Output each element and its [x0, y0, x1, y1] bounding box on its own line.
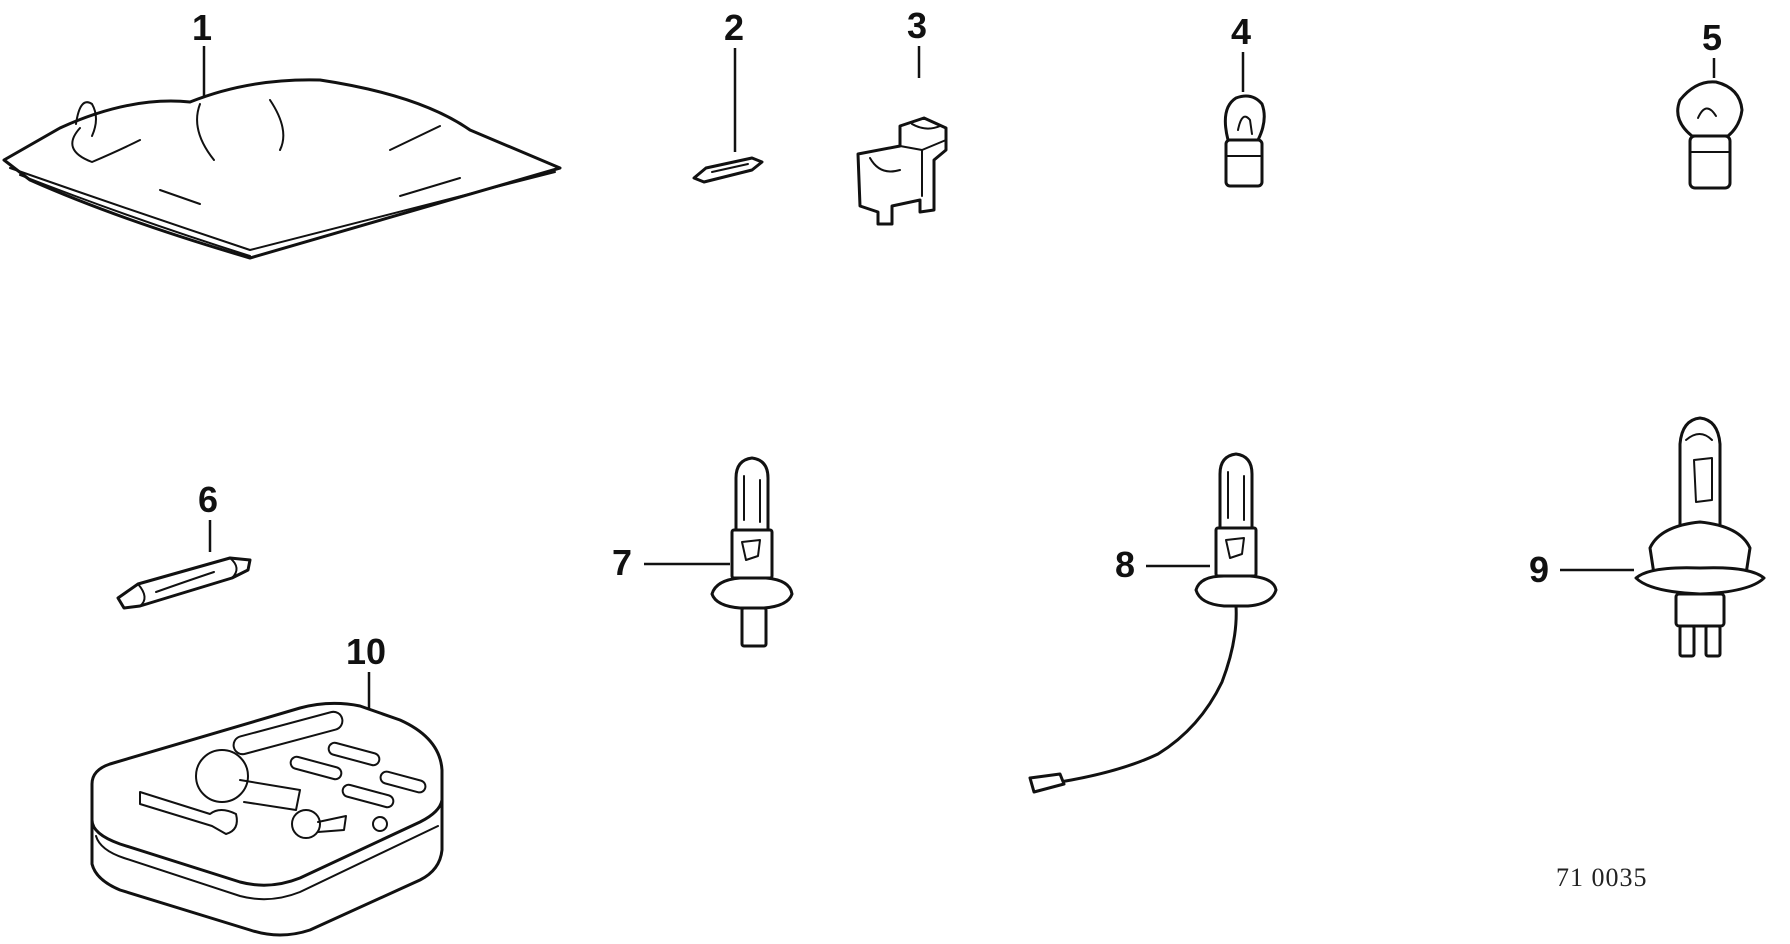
festoon-bulb-small-icon	[692, 156, 764, 184]
part-3-bulb-holder: 3	[856, 5, 948, 226]
h4-halogen-bulb-icon	[1634, 416, 1766, 658]
callout-2: 2	[724, 7, 744, 48]
bulb-holder-icon	[856, 116, 948, 226]
miniature-bulb-icon	[1223, 94, 1266, 188]
pouch-icon	[2, 78, 562, 260]
callout-6: 6	[198, 479, 218, 520]
reference-code: 71 0035	[1556, 863, 1648, 892]
part-6-festoon-bulb: 6	[116, 479, 252, 610]
h3-halogen-bulb-with-lead-icon	[1028, 452, 1278, 794]
callout-1: 1	[192, 7, 212, 48]
callout-5: 5	[1702, 17, 1722, 58]
part-2-small-festoon: 2	[692, 7, 764, 184]
callout-10: 10	[346, 631, 386, 672]
part-8-h3-bulb: 8	[1028, 452, 1278, 794]
h1-halogen-bulb-icon	[710, 456, 794, 648]
callout-3: 3	[907, 5, 927, 46]
part-7-h1-bulb: 7	[612, 456, 794, 648]
part-1-pouch: 1	[2, 7, 562, 260]
ball-bulb-icon	[1676, 80, 1744, 190]
callout-8: 8	[1115, 544, 1135, 585]
festoon-bulb-icon	[116, 556, 252, 610]
storage-tray-icon	[90, 701, 444, 937]
part-10-storage-tray: 10	[90, 631, 444, 937]
part-4-miniature-bulb: 4	[1223, 11, 1266, 188]
callout-4: 4	[1231, 11, 1251, 52]
callout-9: 9	[1529, 549, 1549, 590]
part-5-ball-bulb: 5	[1676, 17, 1744, 190]
callout-7: 7	[612, 542, 632, 583]
part-9-h4-bulb: 9	[1529, 416, 1766, 658]
